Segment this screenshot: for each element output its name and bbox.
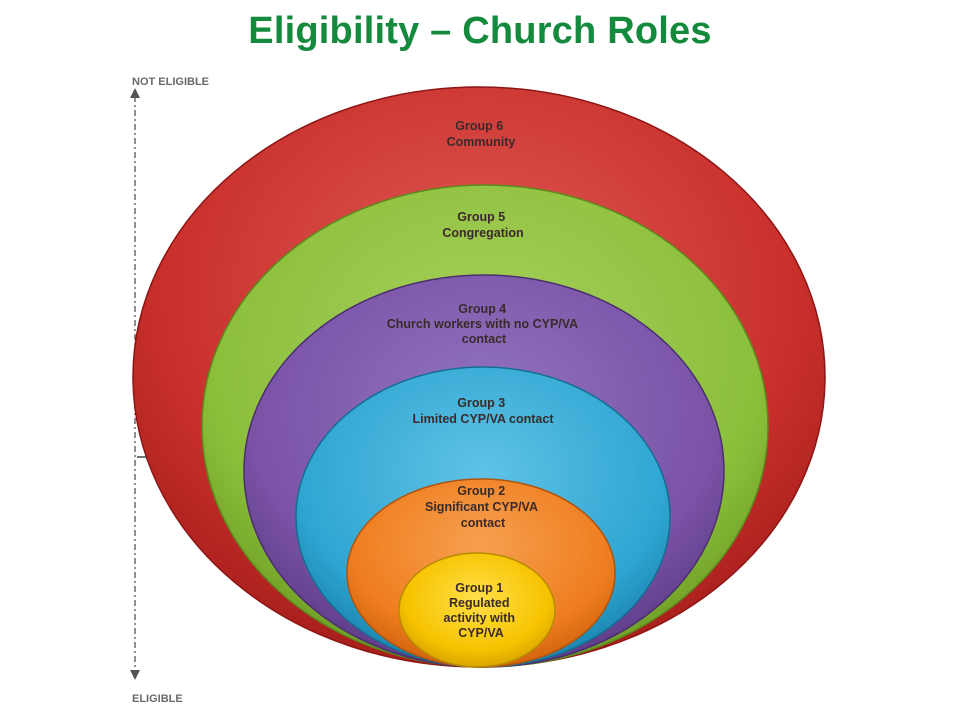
group-2-desc-1: Significant CYP/VA (425, 500, 538, 514)
arrow-down-icon (130, 670, 140, 680)
group-6-name: Group 6 (455, 119, 503, 133)
group-4-desc-2: contact (462, 332, 507, 346)
group-5-text: Group 5 Congregation (442, 210, 523, 240)
group-4-text: Group 4 Church workers with no CYP/VA co… (387, 302, 581, 346)
group-1-text: Group 1 Regulated activity with CYP/VA (443, 581, 518, 640)
group-1-shape (398, 552, 556, 668)
page-title: Eligibility – Church Roles (248, 10, 712, 52)
group-3-desc: Limited CYP/VA contact (413, 412, 555, 426)
axis-bottom-label: ELIGIBLE (132, 693, 183, 705)
arrow-up-icon (130, 88, 140, 98)
group-6-text: Group 6 Community (447, 119, 516, 149)
group-5-name: Group 5 (457, 210, 505, 224)
axis-top-label: NOT ELIGIBLE (132, 76, 209, 88)
group-3-name: Group 3 (457, 396, 505, 410)
group-4-name: Group 4 (458, 302, 506, 316)
group-1-desc-3: CYP/VA (458, 626, 504, 640)
group-1-desc-2: activity with (443, 611, 515, 625)
group-6-desc: Community (447, 135, 516, 149)
group-1-name: Group 1 (455, 581, 503, 595)
group-2-name: Group 2 (457, 484, 505, 498)
group-4-desc-1: Church workers with no CYP/VA (387, 317, 578, 331)
group-2-desc-2: contact (461, 516, 506, 530)
group-1-ring: Group 1 Regulated activity with CYP/VA (398, 552, 556, 668)
group-3-text: Group 3 Limited CYP/VA contact (413, 396, 555, 426)
group-5-desc: Congregation (442, 226, 523, 240)
group-2-text: Group 2 Significant CYP/VA contact (425, 484, 541, 530)
group-1-desc-1: Regulated (449, 596, 509, 610)
